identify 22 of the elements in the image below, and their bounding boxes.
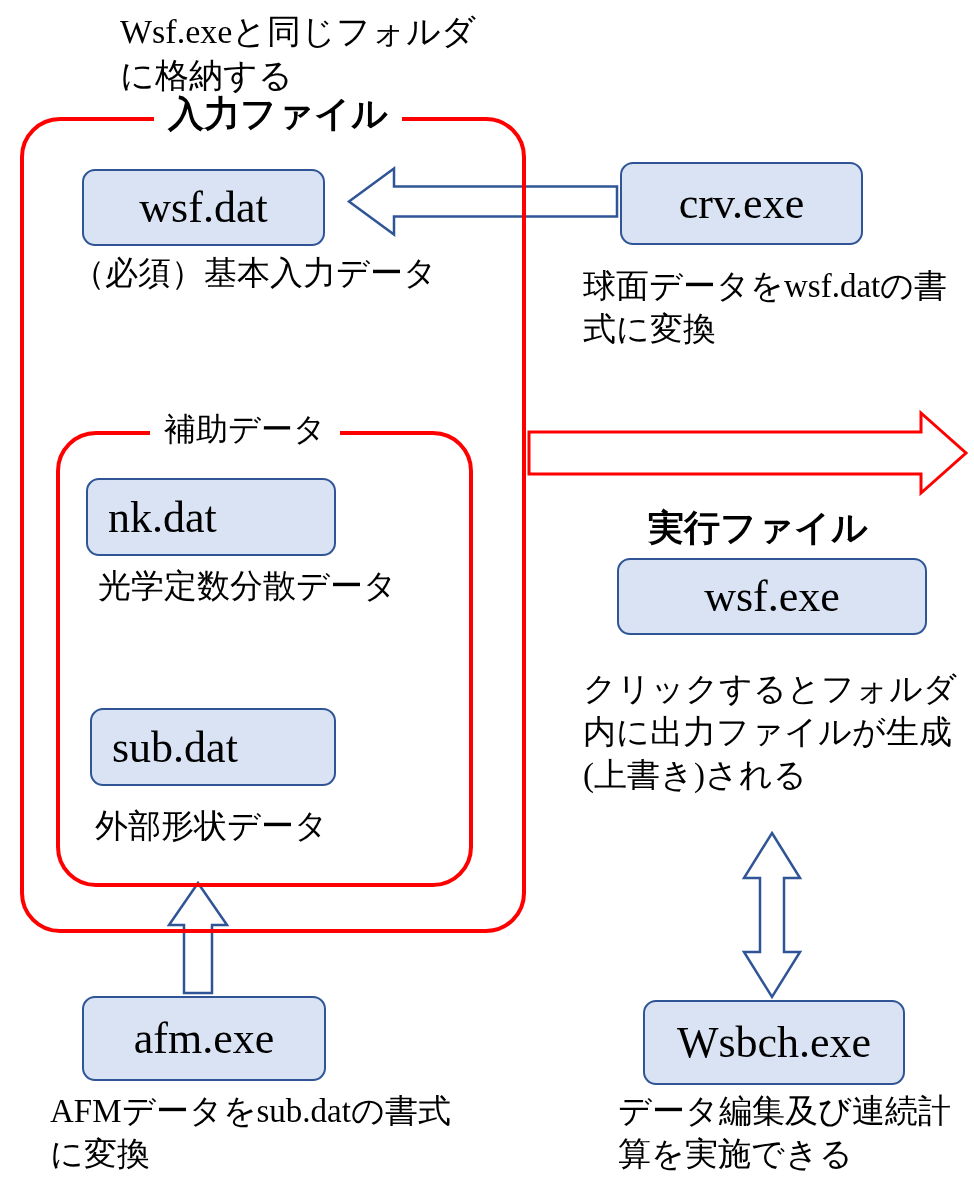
file-box: wsf.dat bbox=[82, 169, 325, 246]
file-box: Wsbch.exe bbox=[643, 1000, 905, 1085]
section-heading: 実行ファイル bbox=[648, 507, 869, 550]
caption-text: 光学定数分散データ bbox=[98, 567, 398, 606]
caption-text: Wsf.exeと同じフォルダに格納する bbox=[120, 12, 478, 95]
file-box: sub.dat bbox=[90, 708, 336, 786]
frame-heading: 補助データ bbox=[150, 411, 340, 448]
file-box: wsf.exe bbox=[617, 558, 927, 635]
caption-text: 球面データをwsf.datの書式に変換 bbox=[583, 267, 949, 349]
caption-text: AFMデータをsub.datの書式に変換 bbox=[50, 1092, 452, 1174]
file-box: crv.exe bbox=[620, 162, 863, 245]
block-arrow bbox=[346, 166, 619, 237]
block-arrow bbox=[741, 830, 803, 1000]
caption-text: データ編集及び連続計算を実施できる bbox=[618, 1092, 952, 1174]
caption-text: 外部形状データ bbox=[95, 807, 329, 846]
frame-heading: 入力ファイル bbox=[154, 95, 402, 135]
block-arrow bbox=[166, 880, 230, 995]
caption-text: クリックするとフォルダ内に出力ファイルが生成(上書き)される bbox=[583, 670, 958, 795]
file-box: nk.dat bbox=[86, 478, 336, 556]
block-arrow bbox=[527, 409, 969, 497]
caption-text: （必須）基本入力データ bbox=[72, 254, 438, 293]
file-box: afm.exe bbox=[82, 996, 326, 1081]
